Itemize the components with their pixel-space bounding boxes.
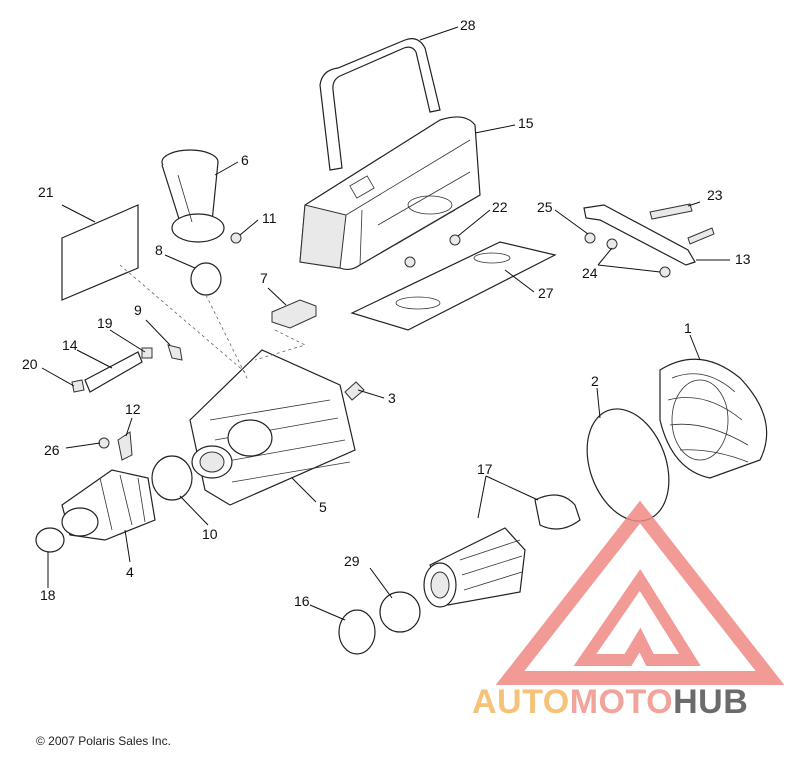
callout-16: 16 [294, 593, 310, 609]
callout-8: 8 [155, 242, 163, 258]
callout-6: 6 [241, 152, 249, 168]
watermark-moto: MOTO [569, 683, 674, 721]
callout-10: 10 [202, 526, 218, 542]
callout-27: 27 [538, 285, 554, 301]
callout-3: 3 [388, 390, 396, 406]
callout-5: 5 [319, 499, 327, 515]
part-4-boot [61, 469, 156, 541]
part-15-cover [299, 116, 481, 271]
callout-20: 20 [22, 356, 38, 372]
copyright-notice: © 2007 Polaris Sales Inc. [36, 734, 171, 748]
callout-12: 12 [125, 401, 141, 417]
part-1-cover [659, 358, 768, 479]
part-17-filter [423, 494, 581, 608]
callout-28: 28 [460, 17, 476, 33]
part-10-clamp [151, 455, 193, 501]
callout-24: 24 [582, 265, 598, 281]
callout-18: 18 [40, 587, 56, 603]
callout-23: 23 [707, 187, 723, 203]
part-27-plate [350, 241, 557, 331]
callout-21: 21 [38, 184, 54, 200]
callout-22: 22 [492, 199, 508, 215]
leader-lines [41, 26, 730, 621]
callout-11: 11 [262, 210, 277, 226]
callout-9: 9 [134, 302, 142, 318]
watermark-hub: HUB [673, 683, 749, 721]
part-8-oring [190, 262, 222, 296]
part-28-handle [319, 38, 441, 171]
part-6-funnel [161, 149, 225, 243]
part-7-foam [271, 299, 317, 329]
alignment-lines [119, 264, 307, 381]
callout-15: 15 [518, 115, 534, 131]
watermark-brand-text: AUTOMOTOHUB [472, 683, 748, 722]
watermark-inner-mark [573, 569, 701, 666]
fasteners [230, 203, 715, 278]
callout-14: 14 [62, 337, 78, 353]
callout-labels: 28 15 6 21 11 8 22 25 23 13 24 7 27 19 9… [22, 17, 751, 609]
part-21-decal [61, 204, 139, 301]
callout-25: 25 [537, 199, 553, 215]
part-3-connector [344, 381, 365, 401]
watermark-logo [495, 500, 785, 685]
part-5-airbox [189, 349, 356, 506]
part-13-bracket [583, 204, 696, 266]
callout-2: 2 [591, 373, 599, 389]
hoses-and-fittings [71, 344, 183, 393]
callout-4: 4 [126, 564, 134, 580]
callout-13: 13 [735, 251, 751, 267]
callout-26: 26 [44, 442, 60, 458]
callout-29: 29 [344, 553, 360, 569]
watermark-auto: AUTO [472, 683, 570, 721]
callout-17: 17 [477, 461, 493, 477]
callout-7: 7 [260, 270, 268, 286]
callout-19: 19 [97, 315, 113, 331]
watermark-triangle [495, 500, 785, 685]
clamps-and-rings [35, 527, 421, 655]
callout-1: 1 [684, 320, 692, 336]
part-12-sensor [98, 431, 133, 461]
